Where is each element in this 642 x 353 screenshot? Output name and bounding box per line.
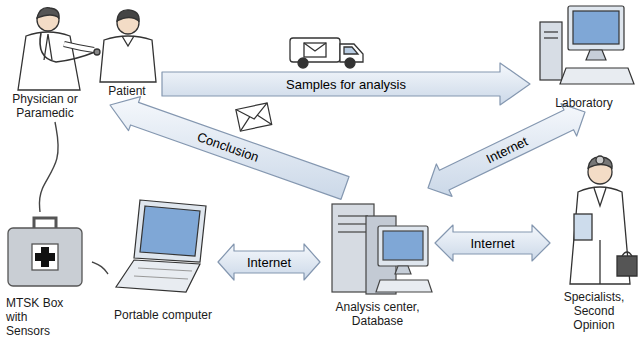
arrow-label: Conclusion xyxy=(195,129,261,165)
icon-node: Patient xyxy=(92,0,162,105)
patient-figure xyxy=(100,10,156,82)
block-arrow xyxy=(218,244,320,280)
icon-node: Specialists, Second Opinion xyxy=(550,150,638,334)
laboratory-computer xyxy=(540,6,634,84)
arrow-label: Samples for analysis xyxy=(286,77,406,92)
node-label: Analysis center, Database xyxy=(326,300,430,328)
arrow-label: Internet xyxy=(247,255,291,270)
envelope-icon xyxy=(236,103,272,131)
icon-node: Laboratory xyxy=(530,0,638,112)
node-label: MTSK Box with Sensors xyxy=(6,296,68,338)
node-label: Laboratory xyxy=(534,96,634,110)
block-arrow xyxy=(428,104,585,197)
icon-node: Analysis center, Database xyxy=(320,188,435,330)
block-arrow xyxy=(435,225,550,261)
node-label: Portable computer xyxy=(109,308,217,322)
laptop-illustration xyxy=(116,200,206,292)
cable-line xyxy=(39,122,58,212)
cable-line xyxy=(92,262,108,274)
node-label: Specialists, Second Opinion xyxy=(556,290,632,332)
block-arrow xyxy=(110,97,349,200)
van-illustration xyxy=(290,38,363,68)
arrow-label: Internet xyxy=(470,236,514,251)
server-illustration xyxy=(332,204,432,294)
block-arrow xyxy=(162,63,530,105)
specialist-figure xyxy=(570,156,637,284)
physician-figure xyxy=(18,8,100,90)
arrow-label: Internet xyxy=(483,134,529,167)
mtsk-box-illustration xyxy=(8,218,82,286)
icon-node: Portable computer xyxy=(108,192,218,324)
icon-node: MTSK Box with Sensors xyxy=(2,212,92,340)
node-label: Patient xyxy=(94,84,160,98)
node-label: Physician or Paramedic xyxy=(8,92,82,120)
icon-node: Physician or Paramedic xyxy=(0,0,90,122)
